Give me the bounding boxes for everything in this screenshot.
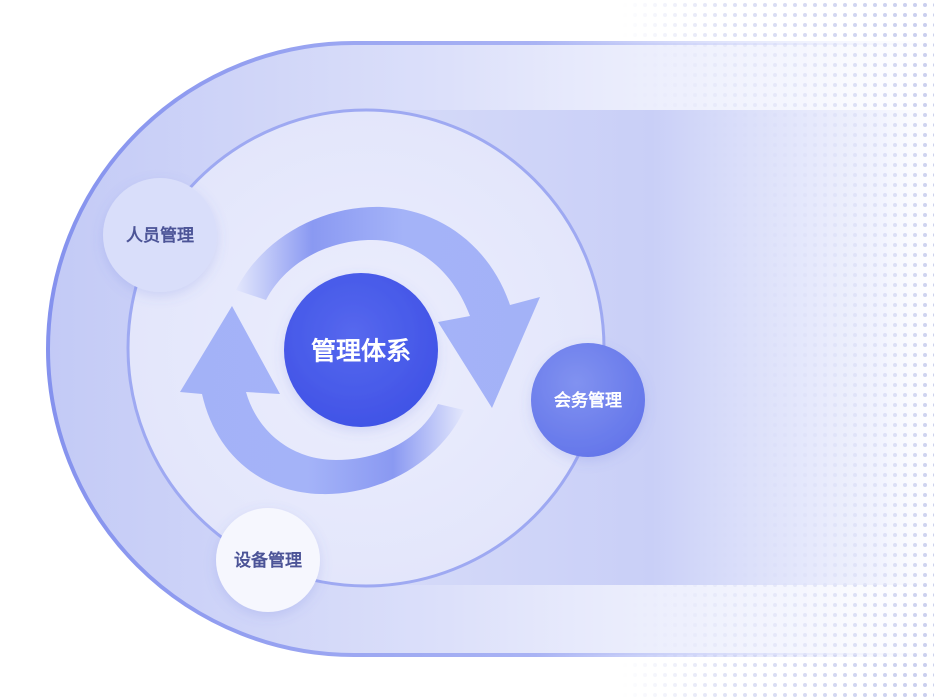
personnel-label: 人员管理 [126,225,194,246]
meeting-label: 会务管理 [554,390,622,411]
center-label: 管理体系 [311,337,411,366]
equipment-label: 设备管理 [234,550,302,571]
